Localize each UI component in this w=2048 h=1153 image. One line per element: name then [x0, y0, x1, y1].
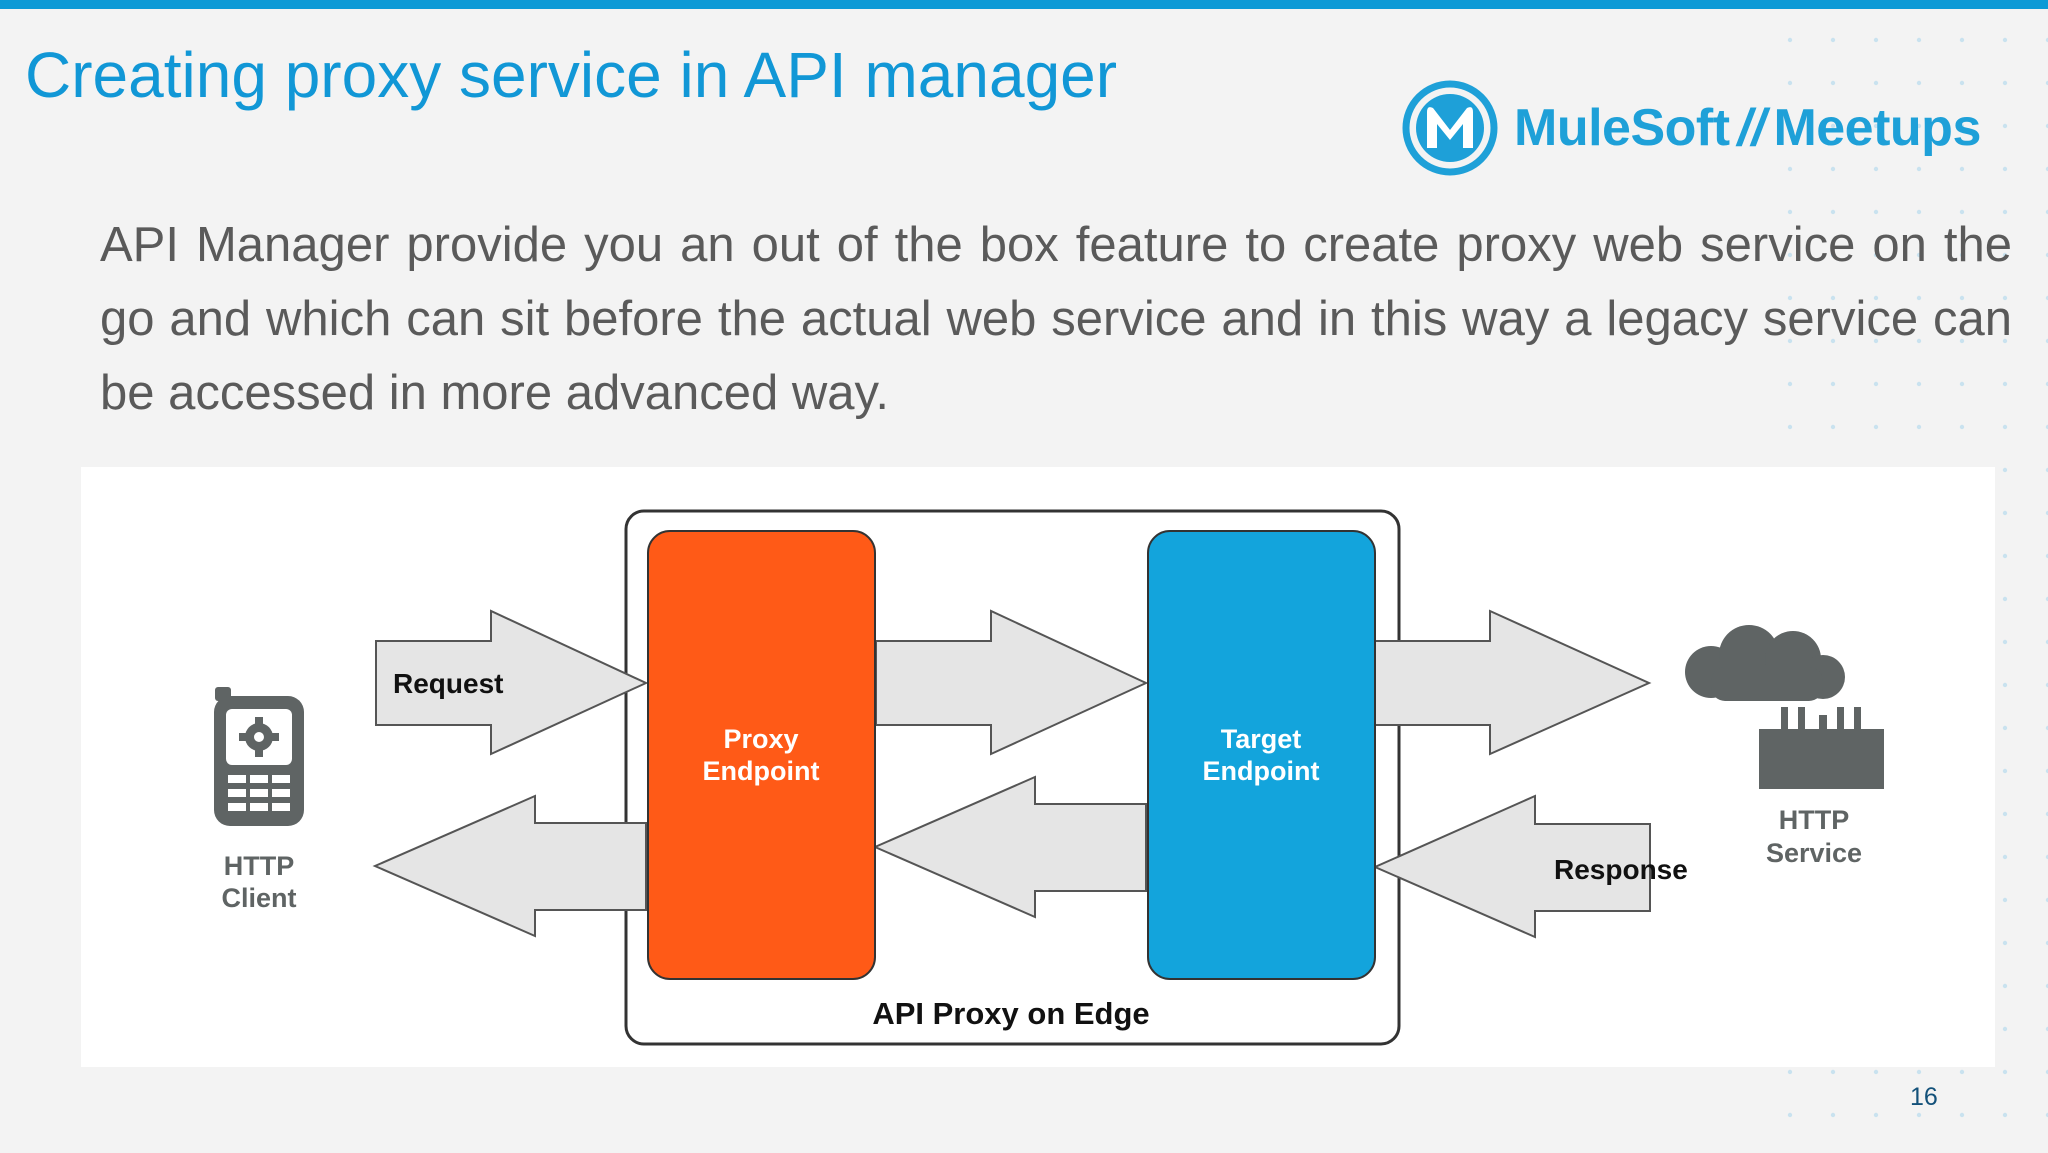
request-label: Request	[393, 668, 503, 699]
mulesoft-meetups-logo: MuleSoft//Meetups	[1400, 78, 1990, 178]
page-number: 16	[1910, 1083, 1938, 1111]
client-response-arrow	[372, 794, 647, 938]
api-proxy-diagram: HTTP Client API Proxy on Edge Request Re…	[81, 467, 1995, 1067]
logo-separator: //	[1737, 99, 1766, 157]
outbound-arrow	[1374, 609, 1652, 756]
proxy-endpoint-box	[647, 530, 876, 980]
slide-title: Creating proxy service in API manager	[25, 39, 1118, 111]
response-label: Response	[1554, 854, 1688, 885]
target-endpoint-box	[1147, 530, 1376, 980]
logo-suffix: Meetups	[1773, 99, 1981, 157]
factory-icon	[1759, 707, 1884, 789]
proxy-label-line2: Endpoint	[703, 756, 820, 786]
forward-arrow	[875, 609, 1149, 756]
client-label-line1: HTTP	[224, 851, 295, 881]
mobile-phone-icon	[214, 687, 304, 826]
cloud-icon	[1685, 625, 1845, 701]
logo-wordmark: MuleSoft//Meetups	[1514, 98, 1981, 158]
edge-label: API Proxy on Edge	[872, 996, 1149, 1031]
mulesoft-logo-icon	[1402, 80, 1498, 176]
proxy-label-line1: Proxy	[723, 724, 798, 754]
request-arrow	[375, 609, 649, 756]
diagram-canvas: HTTP Client API Proxy on Edge Request Re…	[214, 509, 1884, 1046]
client-label-line2: Client	[221, 883, 296, 913]
service-label-line1: HTTP	[1779, 805, 1850, 835]
target-label-line2: Endpoint	[1203, 756, 1320, 786]
backward-arrow	[872, 775, 1147, 919]
service-label-line2: Service	[1766, 838, 1862, 868]
accent-bar	[0, 0, 2048, 9]
target-label-line1: Target	[1221, 724, 1302, 754]
body-paragraph: API Manager provide you an out of the bo…	[100, 218, 2012, 420]
logo-brand: MuleSoft	[1514, 99, 1730, 157]
service-response-arrow	[1372, 794, 1651, 939]
